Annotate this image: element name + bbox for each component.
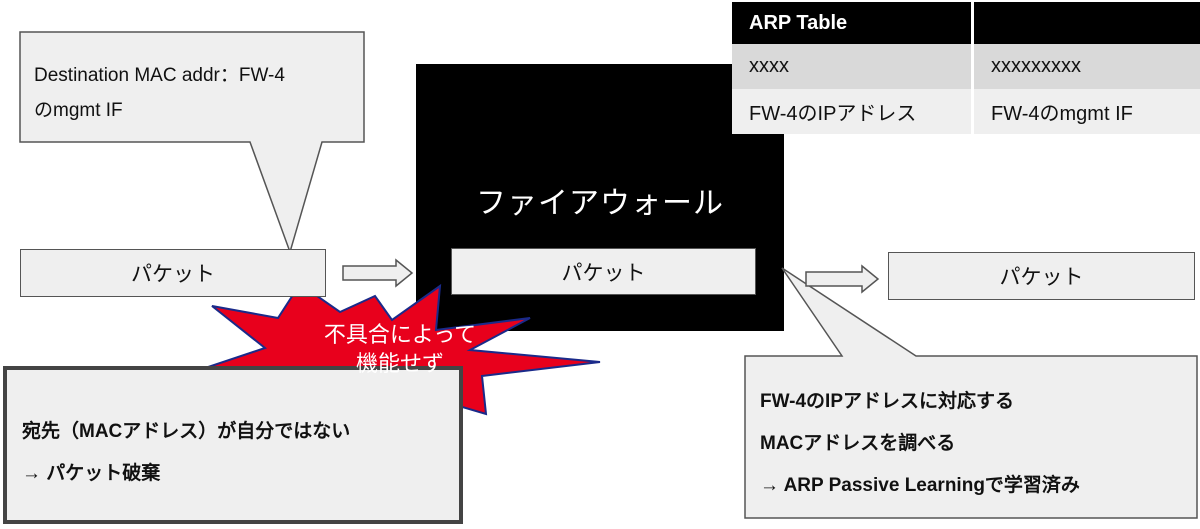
outgoing-packet-box: パケット — [888, 252, 1195, 300]
arp-table-header-row: ARP Table — [732, 2, 1200, 44]
arp-table-header-cell: ARP Table — [732, 2, 974, 44]
discard-note-box — [3, 366, 463, 524]
discard-note-line2: → パケット破棄 — [22, 463, 161, 484]
learning-callout-bubble — [744, 267, 1198, 519]
firewall-title: ファイアウォール — [476, 187, 724, 220]
firewall-packet-box: パケット — [451, 248, 756, 295]
failure-burst-line1: 不具合によって — [323, 322, 477, 347]
left-callout-bubble — [19, 31, 365, 255]
outgoing-packet-label: パケット — [999, 266, 1084, 289]
arp-table-cell: xxxx — [732, 44, 974, 89]
arp-table-cell: xxxxxxxxx — [974, 44, 1200, 89]
arp-table-cell: FW-4のmgmt IF — [974, 89, 1200, 134]
arrow-to-firewall — [342, 258, 414, 288]
arrow-from-firewall — [805, 264, 880, 294]
left-callout-line1: Destination MAC addr：FW-4 — [34, 65, 285, 86]
failure-burst-line2: 機能せず — [355, 350, 444, 376]
learning-callout-line2: MACアドレスを調べる — [760, 433, 956, 454]
arp-table-row: xxxx xxxxxxxxx — [732, 44, 1200, 89]
arp-table-header-cell — [974, 2, 1200, 44]
left-callout: Destination MAC addr：FW-4 のmgmt IF — [34, 58, 285, 128]
learning-callout-line3: → ARP Passive Learningで学習済み — [760, 475, 1080, 496]
incoming-packet-box: パケット — [20, 249, 326, 297]
arp-table-cell: FW-4のIPアドレス — [732, 89, 974, 134]
failure-burst-text: 不具合によって 機能せず — [300, 321, 500, 378]
discard-note-line1: 宛先（MACアドレス）が自分ではない — [22, 421, 351, 442]
arp-table: ARP Table xxxx xxxxxxxxx FW-4のIPアドレス FW-… — [732, 2, 1200, 134]
left-callout-line2: のmgmt IF — [34, 100, 123, 122]
firewall-packet-label: パケット — [561, 261, 646, 285]
arp-table-row: FW-4のIPアドレス FW-4のmgmt IF — [732, 89, 1200, 134]
learning-callout-line1: FW-4のIPアドレスに対応する — [760, 391, 1015, 412]
incoming-packet-label: パケット — [131, 263, 215, 286]
